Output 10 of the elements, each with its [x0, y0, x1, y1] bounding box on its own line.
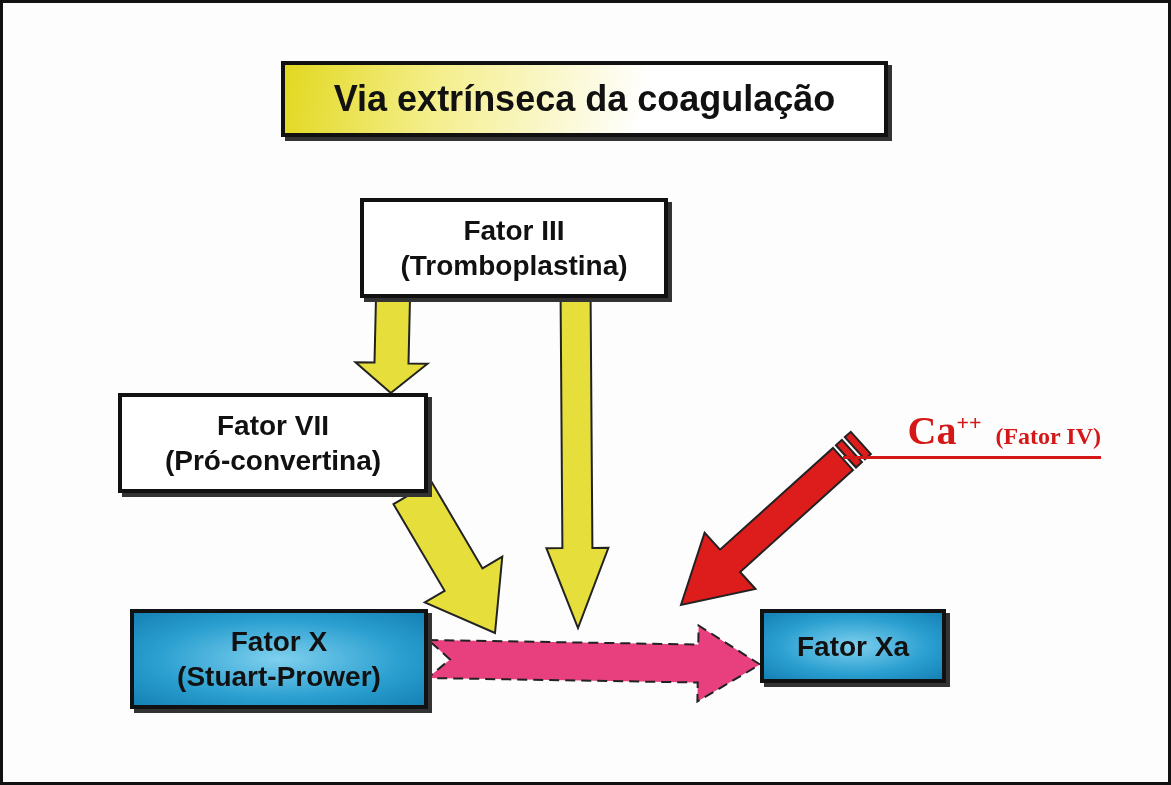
- factor-label: (Pró-convertina): [164, 444, 382, 478]
- factor-label: (Stuart-Prower): [177, 660, 381, 694]
- factor-label: Fator III: [463, 214, 565, 248]
- block-arrow: [392, 480, 504, 635]
- calcium-label: Ca$^{++}$ (Fator IV): [843, 411, 1101, 459]
- block-arrow: [679, 430, 873, 607]
- factor-label: Fator X: [230, 625, 328, 659]
- factor-label: Fator Xa: [797, 629, 909, 664]
- factor-label: Fator VII: [217, 409, 329, 443]
- factor-label: (Tromboplastina): [400, 249, 628, 283]
